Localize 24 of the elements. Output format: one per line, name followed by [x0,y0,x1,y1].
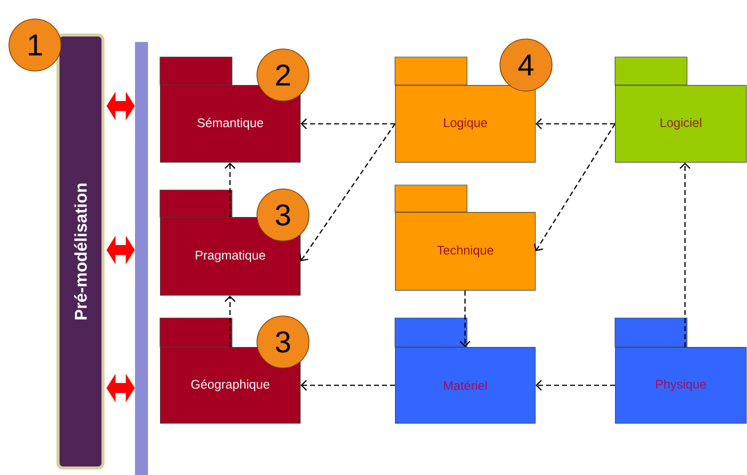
dashed-arrow [224,162,236,217]
callout-number: 3 [256,316,310,368]
package-box: Technique [394,184,536,291]
dashed-arrow [536,380,615,391]
dashed-arrow [680,162,690,347]
dashed-arrow [460,290,470,347]
dashed-arrow [300,380,395,391]
vertical-bar [135,42,148,475]
dashed-arrow [536,118,615,130]
package-box: Matériel [394,318,536,424]
dashed-arrow [224,296,236,347]
dashed-arrow [299,123,396,262]
package-box: Logiciel [614,56,747,163]
dashed-arrow [300,118,395,130]
dashed-arrow [534,123,616,252]
side-bar: Pré-modélisation [56,34,104,470]
callout-number: 4 [500,38,552,92]
double-arrow [106,374,135,402]
package-box: Physique [614,318,747,424]
double-arrow [106,236,135,264]
callout-number: 3 [256,188,310,242]
callout-number: 2 [256,48,310,102]
double-arrow [106,92,135,120]
callout-number: 1 [8,18,62,72]
